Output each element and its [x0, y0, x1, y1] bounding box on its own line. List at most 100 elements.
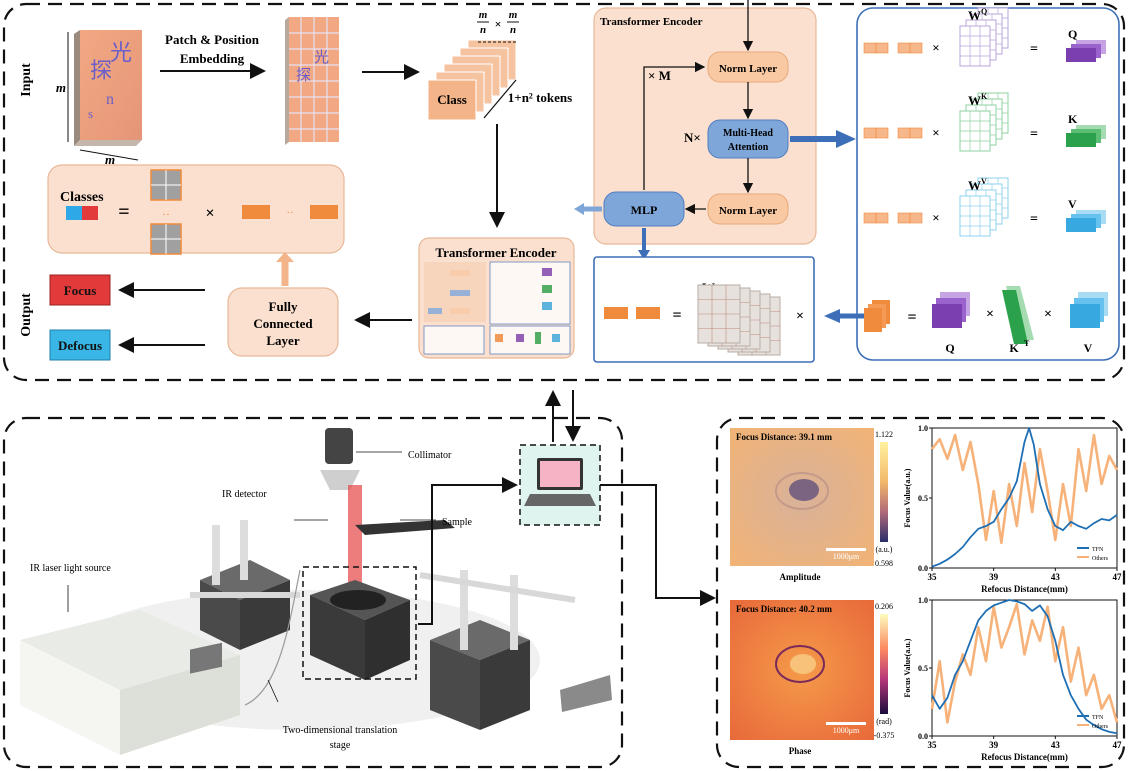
wq-sup: Q: [981, 7, 987, 16]
classes-feature-vector: [242, 205, 338, 219]
classes-weight-matrix-bottom: [150, 223, 182, 255]
patch-size-num-a: m: [479, 9, 488, 21]
mha-line1: Multi-Head: [723, 128, 773, 139]
stage-label-line2: stage: [330, 740, 351, 751]
input-image: 探 光 n s: [74, 30, 142, 146]
tokens-count-label: 1+n² tokens: [508, 90, 572, 105]
q-output-label: Q: [1068, 27, 1077, 41]
qkv-row-k-times: ×: [932, 125, 939, 140]
phase-chart-y-axis-label: Focus Value(a.u.): [903, 638, 912, 697]
qkv-row-q-times: ×: [932, 40, 939, 55]
laptop-icon: [524, 458, 596, 506]
amplitude-focus-distance: Focus Distance: 39.1 mm: [736, 432, 832, 442]
mha-to-qkv-arrowhead: [836, 130, 856, 148]
mini-encoder-content: [423, 261, 571, 355]
patched-image: 探 光: [285, 17, 339, 145]
defocus-button[interactable]: [49, 329, 111, 361]
sample-to-laptop-arrow: [418, 477, 518, 625]
mini-encoder-title: Transformer Encoder: [435, 245, 556, 260]
focus-button[interactable]: [49, 274, 111, 306]
laptop-to-results-arrow: [600, 484, 716, 606]
phase-chart-x-tick-label: 47: [1113, 740, 1123, 750]
mlp-label: MLP: [631, 203, 658, 217]
attention-q-stack: [932, 292, 970, 328]
attention-kt-sup: T: [1024, 339, 1030, 348]
collimator-label: Collimator: [408, 450, 452, 461]
phase-chart-legend-label-others: Others: [1092, 724, 1109, 730]
amplitude-colorbar: [880, 442, 888, 542]
qkv-row-v-times: ×: [932, 210, 939, 225]
output-equals: =: [672, 307, 681, 324]
output-feature-vector: [604, 307, 660, 319]
phase-focus-distance: Focus Distance: 40.2 mm: [736, 604, 832, 614]
classes-feature-ellipsis: ··: [286, 207, 293, 219]
patch-embedding-line2: Embedding: [180, 51, 245, 66]
stage-leader: [267, 679, 279, 703]
amplitude-chart-series-others: [930, 433, 1119, 545]
amplitude-cb-unit: (a.u.): [876, 545, 893, 554]
phase-chart-y-tick-label: 0.0: [918, 732, 928, 741]
attention-kt-stack: [1002, 286, 1034, 344]
v-output-label: V: [1068, 197, 1077, 211]
patch-size-den-a: n: [480, 24, 486, 36]
amplitude-chart-y-tick-label: 1.0: [918, 424, 928, 433]
qkv-row-k-weight-stack: [959, 92, 1009, 152]
amplitude-chart-x-axis-label: Refocus Distance(mm): [981, 584, 1068, 594]
ir-detector-label: IR detector: [222, 489, 267, 500]
qkv-row-k-equals: =: [1030, 127, 1038, 142]
patch-size-den-b: n: [510, 24, 516, 36]
repeat-n-label: N×: [684, 130, 701, 145]
qkv-row-q-output-stack: [1066, 40, 1106, 62]
defocus-button-label: Defocus: [58, 338, 102, 353]
results-dashed-frame: [715, 416, 1126, 769]
attention-result-stack: [864, 300, 890, 332]
amplitude-chart-series-tfn: [931, 427, 1118, 568]
patch-size-num-b: m: [509, 9, 518, 21]
amplitude-chart-legend-label-others: Others: [1092, 556, 1109, 562]
qkv-row-k-output-stack: [1066, 125, 1106, 147]
patched-glyph-2: 光: [314, 49, 329, 66]
phase-colorbar: [880, 614, 888, 714]
wv-label: W: [968, 178, 981, 193]
amplitude-cb-max: 1.122: [875, 430, 893, 439]
input-glyph-1: 探: [90, 58, 112, 83]
input-width-line: [79, 149, 139, 161]
input-glyph-3: n: [106, 91, 114, 108]
fc-to-classes-arrowhead: [276, 252, 294, 262]
qkv-row-k-token-vector: [863, 127, 923, 139]
output-section-label: Output: [19, 293, 34, 337]
amplitude-chart-x-tick-label: 47: [1113, 572, 1123, 582]
attention-times-1: ×: [986, 307, 994, 322]
phase-chart-legend-label-tfn: TFN: [1092, 715, 1104, 721]
amplitude-chart-x-tick-label: 35: [928, 572, 938, 582]
input-width-label: m: [105, 152, 115, 167]
norm-layer-bottom: [707, 193, 789, 225]
phase-cb-unit: (rad): [876, 717, 892, 726]
mha-line2: Attention: [728, 142, 769, 153]
amplitude-chart-y-tick-label: 0.0: [918, 564, 928, 573]
fc-layer-line1: Fully: [269, 299, 298, 314]
k-output-label: K: [1068, 112, 1078, 126]
classes-panel: [47, 164, 345, 254]
sample-label: Sample: [442, 517, 473, 528]
amplitude-chart-legend-label-tfn: TFN: [1092, 547, 1104, 553]
top-dashed-frame: [2, 2, 1126, 382]
qkv-to-output-arrowhead: [824, 309, 840, 323]
amplitude-scale-bar: [826, 548, 866, 551]
phase-specimen: [775, 645, 825, 683]
phase-cb-max: 0.206: [875, 602, 893, 611]
classes-times: ×: [205, 205, 214, 222]
qkv-row-v-equals: =: [1030, 212, 1038, 227]
repeat-m-label: × M: [648, 68, 671, 83]
phase-chart-series-others: [930, 602, 1119, 724]
phase-scale-label: 1000μm: [833, 726, 860, 735]
norm-layer-bottom-label: Norm Layer: [719, 205, 777, 217]
attention-kt-label: K: [1009, 341, 1019, 355]
residual-loop: [643, 61, 706, 190]
input-height-label: m: [56, 80, 66, 95]
setup-dashed-frame: [2, 416, 624, 769]
classes-defocus-swatch: [82, 206, 98, 220]
